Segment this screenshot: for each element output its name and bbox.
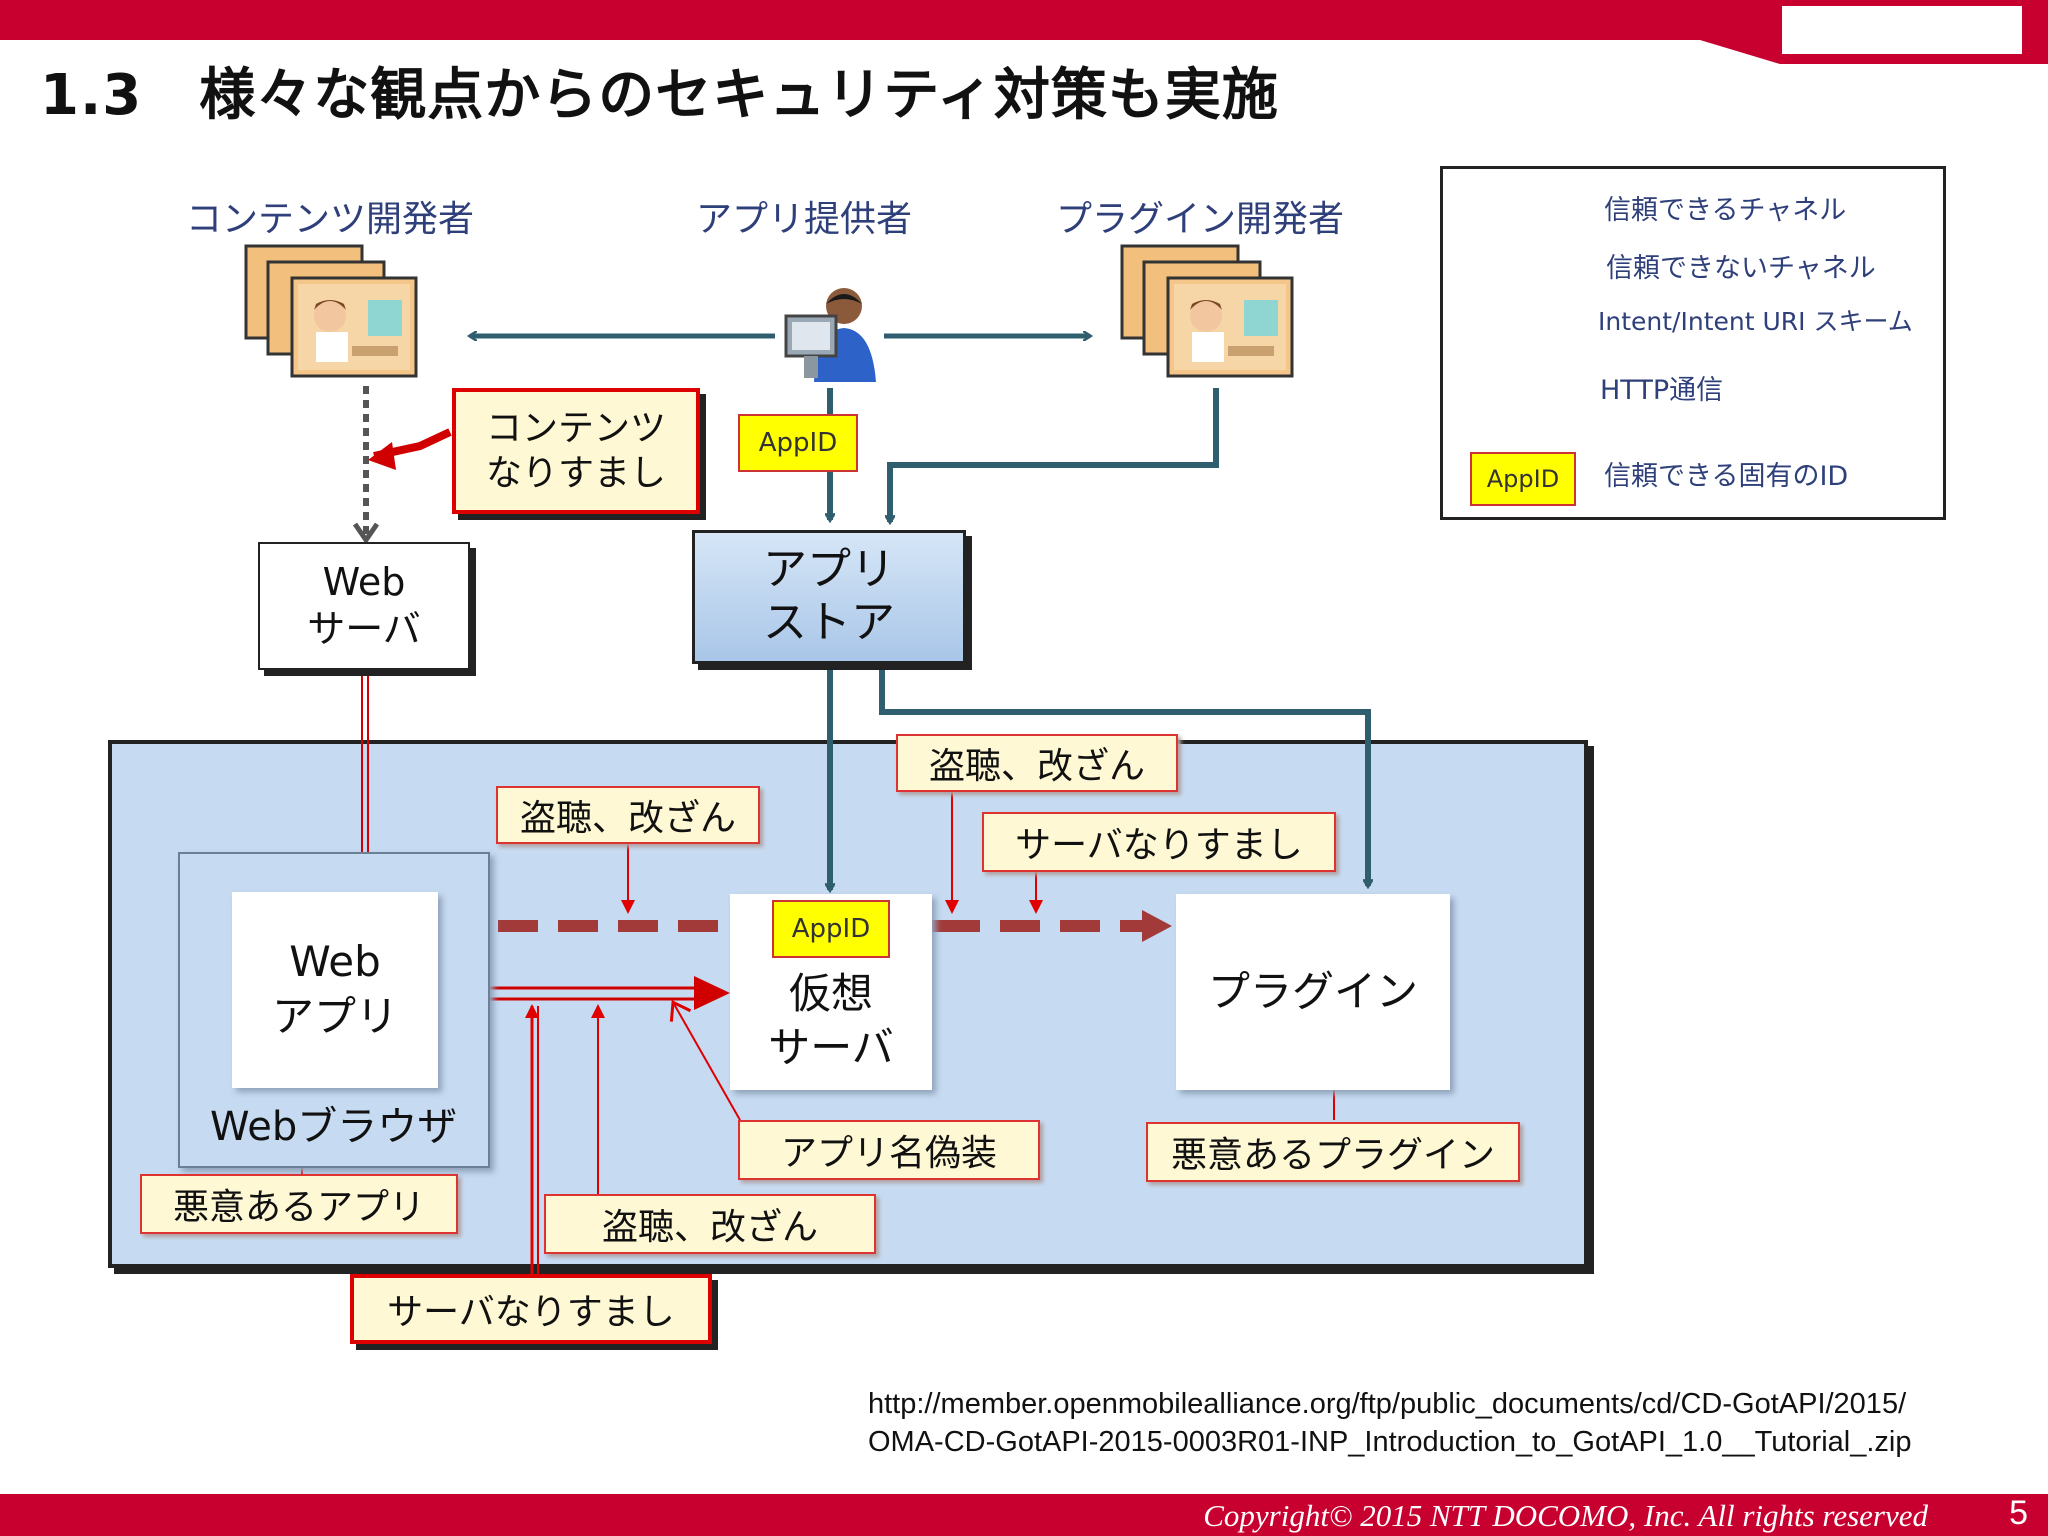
page-number: 5 (2009, 1494, 2028, 1532)
legend-http: HTTP通信 (1600, 375, 1724, 406)
content-developer-label: コンテンツ開発者 (186, 199, 475, 240)
content-spoofing-threat: コンテンツ なりすまし (452, 388, 700, 514)
footer-bar (0, 1494, 2048, 1536)
header-accent-shape (1700, 0, 2048, 64)
malicious-plugin-threat: 悪意あるプラグイン (1146, 1122, 1520, 1182)
plugin-developer-icon (1120, 244, 1294, 378)
appid-badge-virtual-server: AppID (772, 900, 890, 958)
source-url-line2: OMA-CD-GotAPI-2015-0003R01-INP_Introduct… (868, 1426, 1912, 1458)
legend-intent-scheme: Intent/Intent URI スキーム (1598, 307, 1913, 336)
malicious-app-threat: 悪意あるアプリ (140, 1174, 458, 1234)
copyright-text: Copyright© 2015 NTT DOCOMO, Inc. All rig… (1203, 1498, 1928, 1533)
plugin-developer-label: プラグイン開発者 (1056, 199, 1345, 240)
server-spoofing-threat-1: サーバなりすまし (982, 812, 1336, 872)
app-store-node: アプリ ストア (692, 530, 966, 664)
legend-untrusted-channel: 信頼できないチャネル (1606, 253, 1876, 284)
legend-trusted-channel: 信頼できるチャネル (1604, 195, 1847, 226)
server-spoofing-threat-2: サーバなりすまし (350, 1274, 712, 1344)
app-provider-person-icon (784, 288, 876, 382)
web-browser-label: Webブラウザ (210, 1104, 458, 1150)
content-developer-icon (244, 244, 418, 378)
eavesdrop-tamper-threat-3: 盗聴、改ざん (544, 1194, 876, 1254)
web-server-node: Web サーバ (258, 542, 470, 670)
app-provider-label: アプリ提供者 (696, 199, 913, 240)
legend-appid-desc: 信頼できる固有のID (1604, 461, 1849, 492)
legend-appid-badge: AppID (1470, 452, 1576, 506)
appid-badge-store: AppID (738, 414, 858, 472)
app-name-spoofing-threat: アプリ名偽装 (738, 1120, 1040, 1180)
slide-title: 1.3 様々な観点からのセキュリティ対策も実施 (40, 63, 1279, 128)
eavesdrop-tamper-threat-1: 盗聴、改ざん (496, 786, 760, 844)
eavesdrop-tamper-threat-2: 盗聴、改ざん (896, 734, 1178, 792)
plugin-node: プラグイン (1176, 894, 1450, 1090)
web-app-node: Web アプリ (232, 892, 438, 1088)
source-url-line1: http://member.openmobilealliance.org/ftp… (868, 1388, 1907, 1420)
